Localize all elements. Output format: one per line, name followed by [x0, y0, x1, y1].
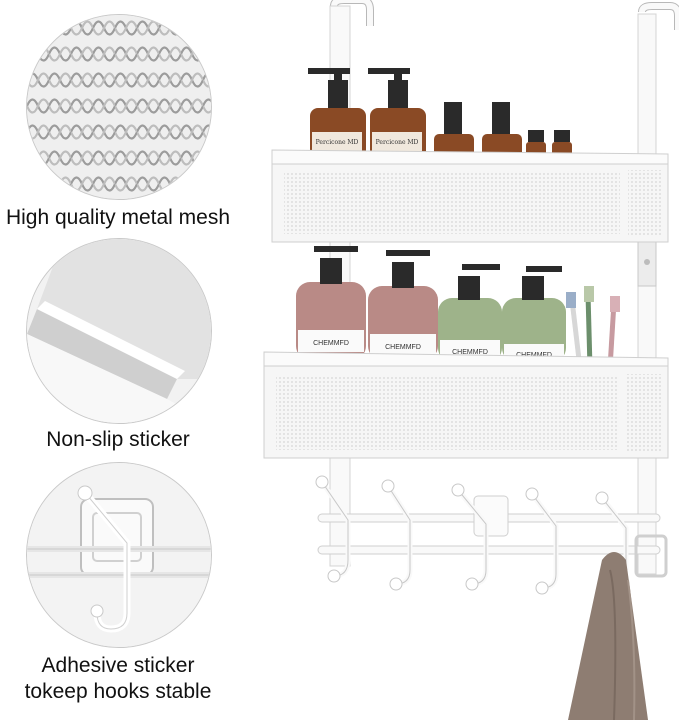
shower-caddy-illustration: Percicone MD Percicone MD [263, 0, 679, 720]
toothbrushes [566, 286, 620, 369]
amber-pump-bottle: Percicone MD [368, 68, 426, 164]
feature-caption-sticker: Non-slip sticker [46, 428, 190, 451]
bottle-label: CHEMMFD [452, 349, 488, 356]
bottle-label: CHEMMFD [313, 340, 349, 347]
mauve-pump-bottle: CHEMMFD [296, 246, 366, 360]
sage-pump-bottle: CHEMMFD [502, 266, 566, 362]
non-slip-sticker-circle [26, 238, 212, 424]
bottle-label: Percicone MD [376, 139, 419, 146]
adhesive-hook-circle [26, 462, 212, 648]
feature-caption-adhesive-line1: Adhesive sticker [41, 654, 195, 677]
upper-shelf-bottles: Percicone MD Percicone MD [308, 68, 572, 164]
mauve-pump-bottle: CHEMMFD [368, 250, 438, 360]
bottle-label: CHEMMFD [516, 352, 552, 359]
feature-caption-mesh: High quality metal mesh [5, 206, 231, 229]
lower-basket [263, 351, 669, 459]
amber-pump-bottle: Percicone MD [308, 68, 366, 164]
non-slip-sticker-icon [27, 239, 211, 423]
metal-mesh-icon [27, 15, 211, 199]
sage-pump-bottle: CHEMMFD [438, 264, 502, 362]
bottle-label: CHEMMFD [385, 344, 421, 351]
adhesive-hook-icon [27, 463, 211, 647]
product-photo: Percicone MD Percicone MD [250, 0, 679, 720]
lower-shelf-bottles: CHEMMFD CHEMMFD CHEMMFD CH [296, 246, 620, 369]
hook-bar [315, 475, 668, 595]
bottle-label: Percicone MD [316, 139, 359, 146]
upper-basket [271, 149, 669, 243]
metal-mesh-circle [26, 14, 212, 200]
feature-caption-adhesive-line2: tokeep hooks stable [24, 680, 212, 703]
towel [568, 552, 648, 720]
